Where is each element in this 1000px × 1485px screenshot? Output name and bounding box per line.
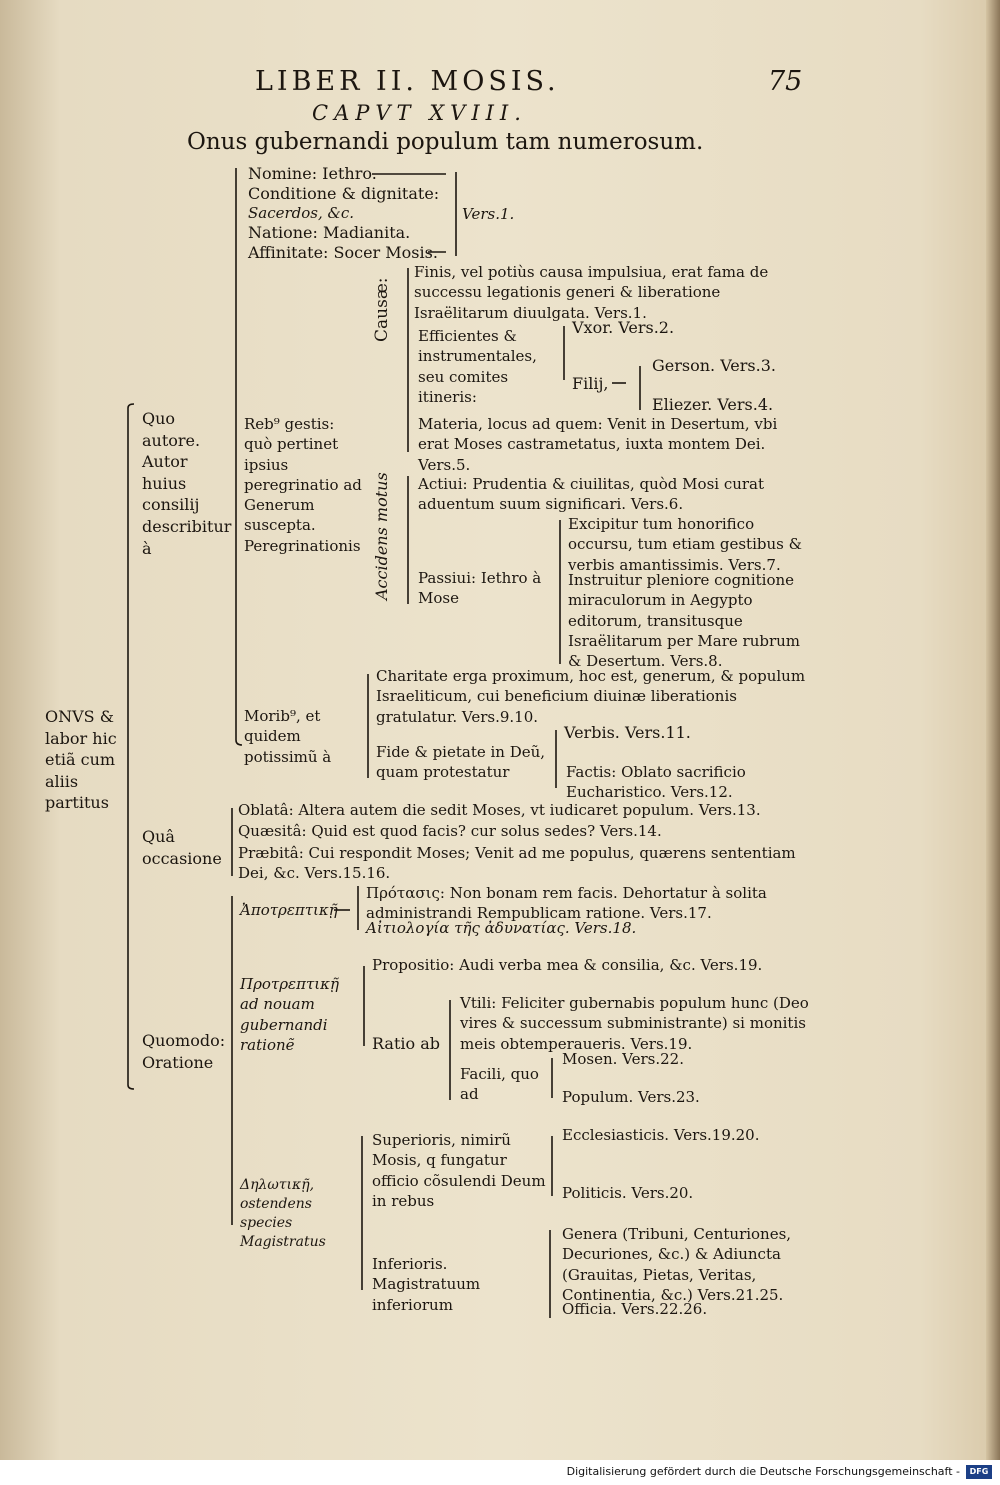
passiui-text: Passiui: Iethro à Mose [418, 569, 542, 608]
vxor-line: Vxor. Vers.2. [572, 318, 675, 337]
oblata-line: Oblatâ: Altera autem die sedit Moses, vt… [238, 801, 761, 819]
accidens-motus-label: Accidens motus [372, 472, 391, 600]
actiui-text: Actiui: Prudentia & ciuilitas, quòd Mosi… [418, 475, 765, 514]
populum-line: Populum. Vers.23. [562, 1088, 700, 1106]
politicis-line: Politicis. Vers.20. [562, 1184, 694, 1202]
efficientes-text: Efficientes & instrumentales, seu comite… [418, 327, 537, 406]
quaesita-line: Quæsitâ: Quid est quod facis? cur solus … [238, 822, 662, 840]
filij-label: Filij, [572, 374, 609, 393]
protasis-text: Πρότασις: Non bonam rem facis. Dehortatu… [366, 884, 767, 923]
deloike-label: Δηλωτικῇ, ostendens species Magistratus [240, 1177, 326, 1250]
chapter-heading: CAPVT XVIII. [312, 101, 527, 125]
nomine-line: Nomine: Iethro. [248, 164, 377, 183]
footer-credit: Digitalisierung gefördert durch die Deut… [566, 1465, 960, 1478]
natione-line: Natione: Madianita. [248, 223, 411, 242]
quomodo-label: Quomodo: Oratione [142, 1031, 226, 1072]
page-number: 75 [768, 66, 803, 97]
sacerdos-line: Sacerdos, &c. [248, 204, 355, 222]
root-label: ONVS & labor hic etiã cum aliis partitus [45, 707, 117, 813]
verbis-line: Verbis. Vers.11. [564, 723, 691, 742]
genera-text: Genera (Tribuni, Centuriones, Decuriones… [562, 1225, 792, 1304]
officia-line: Officia. Vers.22.26. [562, 1300, 708, 1318]
propositio-line: Propositio: Audi verba mea & consilia, &… [372, 956, 763, 974]
causae-label: Causæ: [372, 277, 392, 342]
digitization-footer: Digitalisierung gefördert durch die Deut… [0, 1460, 1000, 1485]
excipitur-text: Excipitur tum honorifico occursu, tum et… [568, 515, 802, 574]
running-title: LIBER II. MOSIS. [255, 66, 560, 97]
page-edge [986, 0, 1000, 1460]
finis-text: Finis, vel potiùs causa impulsiua, erat … [414, 263, 769, 322]
praebita-text: Præbitâ: Cui respondit Moses; Venit ad m… [238, 844, 796, 883]
eliezer-line: Eliezer. Vers.4. [652, 395, 774, 414]
vtili-text: Vtili: Feliciter gubernabis populum hunc… [460, 994, 809, 1053]
quo-autore-label: Quo autore. Autor huius consilij describ… [142, 409, 232, 558]
aitiologia-line: Αἰτιολογία τῆς ἀδυνατίας. Vers.18. [366, 919, 637, 937]
rebus-gestis-label: Reb⁹ gestis: quò pertinet ipsius peregri… [244, 415, 362, 555]
factis-text: Factis: Oblato sacrificio Eucharistico. … [566, 763, 746, 802]
instruitur-text: Instruitur pleniore cognitione miraculor… [568, 571, 801, 670]
moribus-label: Morib⁹, et quidem potissimũ à [244, 707, 332, 766]
mosen-line: Mosen. Vers.22. [562, 1050, 684, 1068]
protreptike-label: Προτρεπτικῇ ad nouam gubernandi rationẽ [240, 975, 339, 1054]
fide-text: Fide & pietate in Deũ, quam protestatur [376, 743, 546, 782]
ecclesiasticis-line: Ecclesiasticis. Vers.19.20. [562, 1126, 760, 1144]
materia-text: Materia, locus ad quem: Venit in Desertu… [418, 415, 778, 474]
qua-occasione-label: Quâ occasione [142, 827, 222, 868]
dfg-logo: DFG [966, 1465, 992, 1479]
affinitate-line: Affinitate: Socer Mosis. [248, 243, 438, 262]
section-title: Onus gubernandi populum tam numerosum. [187, 129, 704, 155]
facili-text: Facili, quo ad [460, 1065, 539, 1104]
ratio-label: Ratio ab [372, 1034, 440, 1053]
inferioris-text: Inferioris. Magistratuum inferiorum [372, 1255, 481, 1314]
charitate-text: Charitate erga proximum, hoc est, generu… [376, 667, 806, 726]
conditione-line: Conditione & dignitate: [248, 184, 440, 203]
gerson-line: Gerson. Vers.3. [652, 356, 776, 375]
vers-1-ref: Vers.1. [462, 205, 515, 223]
apotreptike-label: Ἀποτρεπτικῇ [240, 901, 338, 919]
superioris-text: Superioris, nimirũ Mosis, q fungatur off… [372, 1131, 546, 1210]
